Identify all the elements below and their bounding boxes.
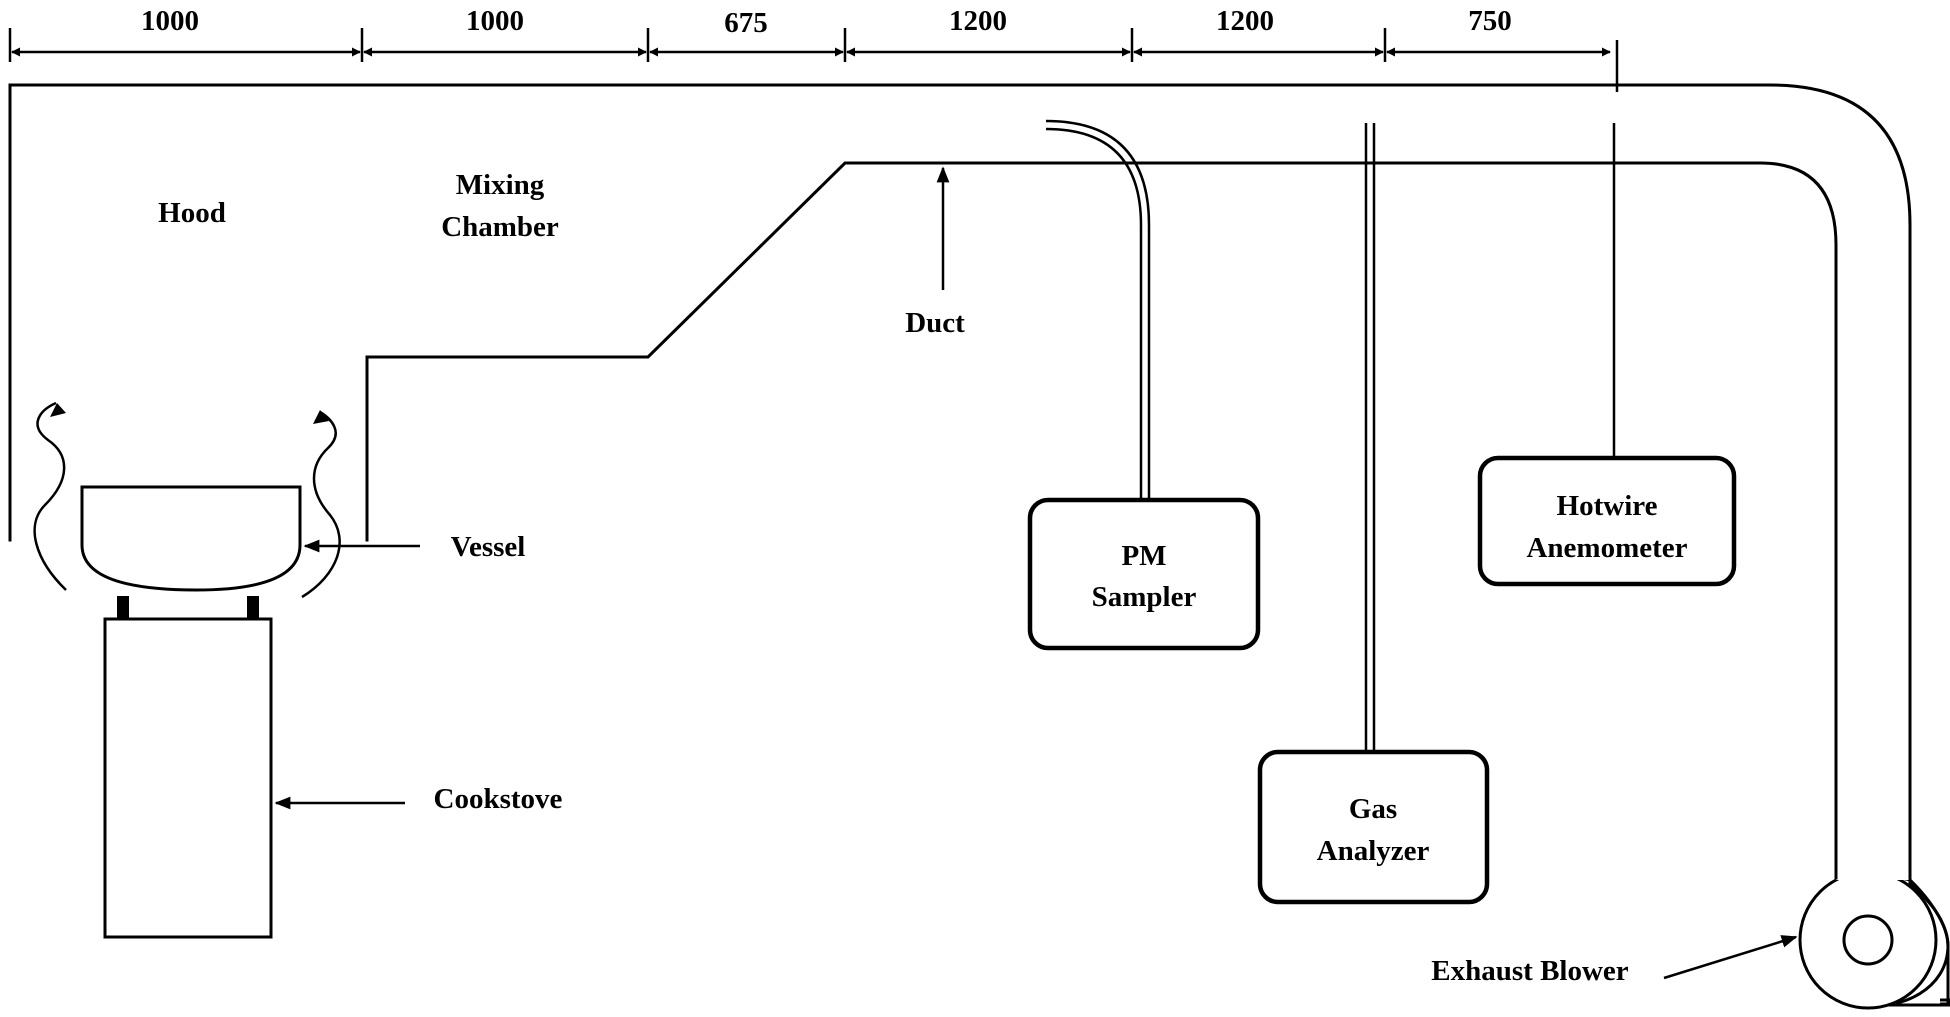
- hotwire-anemometer-box: [1477, 455, 1737, 587]
- gas-analyzer-label-line2: Analyzer: [1317, 835, 1430, 867]
- cookstove-body: [103, 617, 273, 939]
- exhaust-blower-pointer-arrow: [1663, 935, 1798, 980]
- hotwire-anemometer-label-line1: Hotwire: [1557, 490, 1658, 522]
- cookstove-label: Cookstove: [434, 783, 563, 815]
- exhaust-blower-icon: [1798, 858, 1950, 1010]
- gas-analyzer-box: [1257, 749, 1490, 905]
- pm-sampler-box: [1027, 497, 1261, 651]
- vessel-label: Vessel: [451, 531, 526, 563]
- hotwire-anemometer-label-line2: Anemometer: [1526, 532, 1687, 564]
- heat-plume-icon-right: [301, 410, 341, 599]
- dimension-label-2: 1000: [466, 5, 524, 37]
- duct-system: [8, 83, 1912, 882]
- exhaust-blower-label: Exhaust Blower: [1431, 955, 1629, 987]
- dimension-label-6: 750: [1468, 5, 1512, 37]
- hood-label: Hood: [158, 197, 226, 229]
- pm-sampler-label-line1: PM: [1121, 540, 1166, 572]
- pm-sampler-tube: [1045, 119, 1151, 500]
- mixing-chamber-label-line2: Chamber: [441, 211, 559, 243]
- pm-sampler-label-line2: Sampler: [1092, 581, 1197, 613]
- vessel-support-left: [117, 596, 129, 619]
- vessel: [80, 485, 302, 619]
- mixing-chamber-label-line1: Mixing: [456, 169, 545, 201]
- heat-plume-icon-left: [33, 401, 67, 591]
- gas-analyzer-tube: [1364, 123, 1376, 752]
- dimension-label-4: 1200: [949, 5, 1007, 37]
- dimension-label-5: 1200: [1216, 5, 1274, 37]
- dimension-line: 1000 1000 675 1200 1200 750: [8, 5, 1619, 92]
- vessel-support-right: [247, 596, 259, 619]
- dimension-label-3: 675: [724, 7, 768, 39]
- gas-analyzer-label-line1: Gas: [1349, 793, 1397, 825]
- dimension-label-1: 1000: [141, 5, 199, 37]
- duct-inner-wall: [365, 161, 1838, 872]
- duct-label: Duct: [905, 307, 965, 339]
- duct-outer-wall: [8, 83, 1912, 882]
